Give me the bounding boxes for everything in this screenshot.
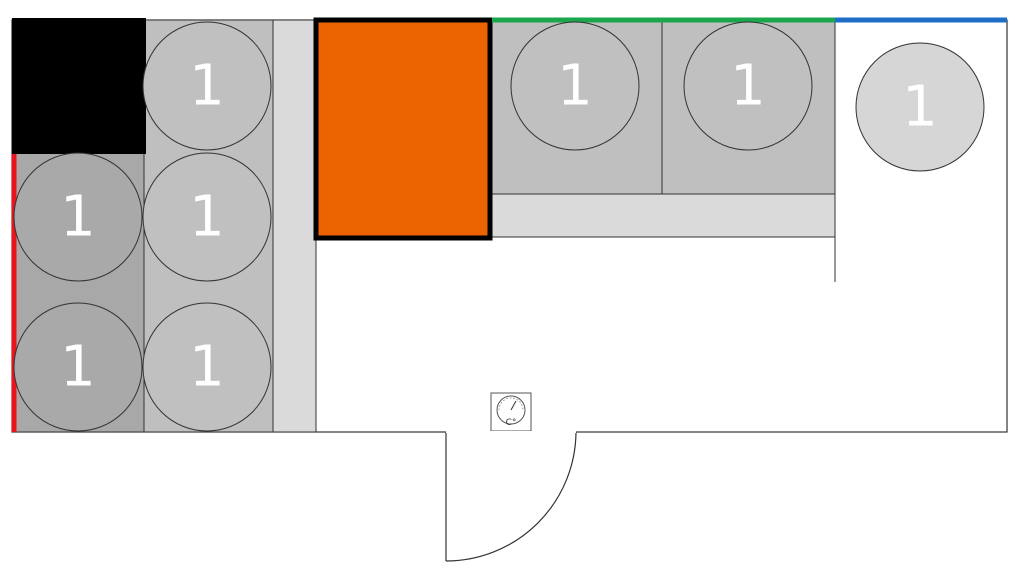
aisle-left [272, 19, 317, 433]
slot-circle[interactable]: 1 [13, 152, 143, 282]
slot-label: 1 [189, 185, 225, 250]
slot-label: 1 [60, 185, 96, 250]
orange-block [313, 17, 493, 241]
slot-label: 1 [557, 54, 593, 119]
thermometer-gauge-icon: C° [490, 392, 532, 432]
slot-label: 1 [730, 54, 766, 119]
slot-label: 1 [902, 75, 938, 140]
slot-circle[interactable]: 1 [855, 42, 985, 172]
slot-circle[interactable]: 1 [510, 21, 640, 151]
slot-label: 1 [189, 335, 225, 400]
aisle-top [489, 193, 836, 238]
slot-label: 1 [60, 335, 96, 400]
slot-circle[interactable]: 1 [13, 302, 143, 432]
door-swing-icon[interactable] [445, 431, 577, 562]
slot-circle[interactable]: 1 [683, 21, 813, 151]
slot-label: 1 [189, 54, 225, 119]
thermometer-unit: C° [506, 418, 517, 428]
black-block [12, 18, 146, 154]
slot-circle[interactable]: 1 [142, 21, 272, 151]
slot-circle[interactable]: 1 [142, 302, 272, 432]
slot-circle[interactable]: 1 [142, 152, 272, 282]
